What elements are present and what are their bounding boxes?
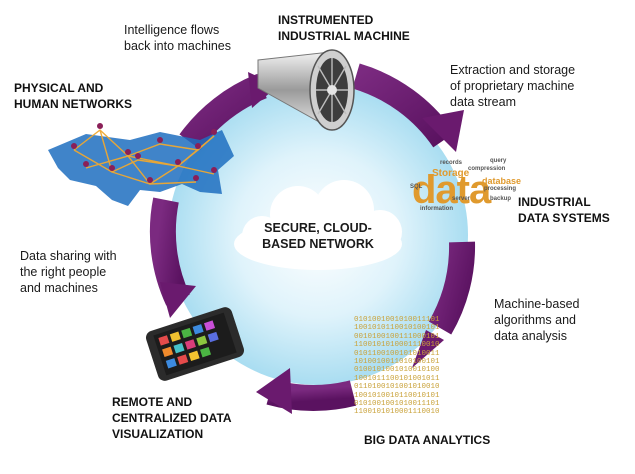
ring-arc-2	[428, 241, 476, 335]
arrowhead-1	[422, 110, 464, 152]
us-network-map	[48, 123, 234, 206]
wordcloud-word: backup	[490, 196, 512, 202]
wordcloud-word: server	[452, 196, 471, 202]
node-physical-human-networks: PHYSICAL AND HUMAN NETWORKS	[14, 81, 132, 111]
arrowhead-4	[160, 282, 196, 318]
arrowhead-2	[412, 330, 444, 368]
node-big-data-analytics: BIG DATA ANALYTICS	[364, 433, 491, 447]
smartphone-icon	[145, 307, 245, 381]
wordcloud-main-word: data	[412, 168, 491, 212]
wordcloud-word: database	[482, 176, 522, 186]
center-label: SECURE, CLOUD- BASED NETWORK	[262, 221, 374, 251]
wordcloud-word: SQL	[410, 184, 423, 190]
arrowhead-3	[256, 368, 292, 414]
cloud-icon	[234, 180, 402, 270]
flow-algorithms: Machine-based algorithms and data analys…	[494, 297, 580, 343]
ring-arrows	[160, 72, 464, 414]
jet-engine-icon	[257, 49, 355, 131]
flow-intelligence: Intelligence flows back into machines	[124, 23, 232, 53]
flow-data-sharing: Data sharing with the right people and m…	[20, 249, 117, 295]
wordcloud-word: compression	[468, 166, 506, 172]
node-data-visualization: REMOTE AND CENTRALIZED DATA VISUALIZATIO…	[112, 395, 232, 441]
binary-stream: 0101001001010011101 1001010110010100101 …	[354, 316, 440, 417]
flow-extraction: Extraction and storage of proprietary ma…	[450, 63, 576, 109]
wordcloud-word: Storage	[432, 168, 470, 179]
node-industrial-data-systems: INDUSTRIAL DATA SYSTEMS	[518, 195, 610, 225]
wordcloud-word: processing	[484, 186, 517, 192]
node-instrumented-machine: INSTRUMENTED INDUSTRIAL MACHINE	[278, 13, 410, 43]
wordcloud-word: query	[490, 158, 507, 164]
wordcloud-word: records	[440, 160, 463, 166]
wordcloud-word: information	[420, 206, 453, 212]
